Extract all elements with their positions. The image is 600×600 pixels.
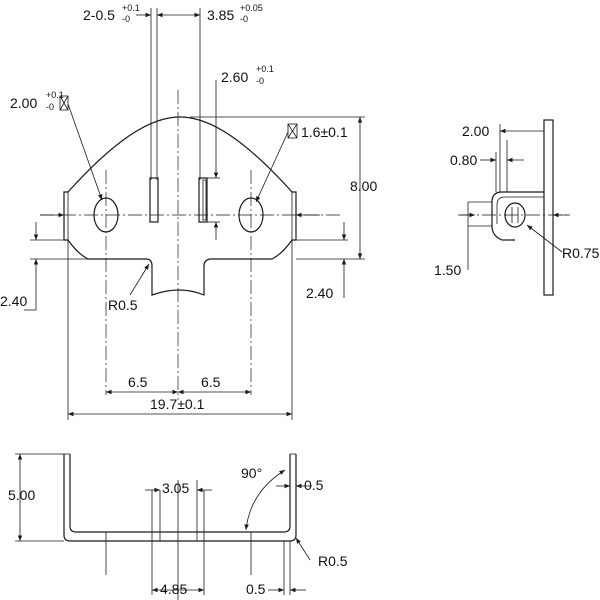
dim-side-inner: 0.80 — [450, 152, 477, 168]
left-slot — [149, 177, 159, 223]
angle-arc — [244, 469, 286, 531]
side-view: 2.00 0.80 R0.75 1.50 — [434, 119, 600, 296]
dim-bottom-pitch: 4.85 — [160, 581, 187, 597]
side-plate — [543, 119, 554, 296]
dim-foot-left: 2.40 — [0, 293, 27, 309]
leader-line — [129, 263, 150, 296]
dim-side-radius: R0.75 — [562, 245, 600, 261]
dim-tol-lower: -0 — [122, 14, 130, 24]
dim-hole-left: 2.00 — [10, 95, 37, 111]
top-view: 2-0.5 +0.1 -0 3.85 +0.05 -0 2.60 +0.1 -0… — [0, 3, 377, 420]
dim-tol-upper: +0.1 — [46, 90, 64, 100]
bottom-profile-inner — [69, 454, 291, 533]
leader-line — [67, 103, 103, 201]
side-bend-outline — [491, 191, 544, 241]
flatness-symbol-mark — [287, 123, 298, 139]
dim-side-top: 2.00 — [462, 123, 489, 139]
dim-hole-right: 1.6±0.1 — [301, 124, 348, 140]
flatness-symbol-mark — [59, 95, 69, 111]
bottom-profile-outer — [63, 454, 297, 542]
dim-tol-upper: +0.05 — [240, 3, 263, 13]
dim-tol-upper: +0.1 — [256, 64, 274, 74]
dim-slot-pitch: 3.85 — [207, 7, 234, 23]
leader-line — [255, 131, 289, 203]
dim-bottom-height: 5.00 — [8, 487, 35, 503]
side-bend-inner — [496, 196, 544, 224]
bottom-view: 5.00 3.05 4.85 90° 0.5 R0.5 0.5 — [8, 453, 348, 600]
dim-overall: 19.7±0.1 — [150, 396, 205, 412]
dim-tol-lower: -0 — [256, 76, 264, 86]
dim-bottom-slot: 3.05 — [162, 480, 189, 496]
dim-side-bottom: 1.50 — [434, 262, 461, 278]
dim-slot-width: 2-0.5 — [83, 7, 115, 23]
dim-bottom-thickness: 0.5 — [304, 477, 324, 493]
dim-half-left: 6.5 — [128, 374, 148, 390]
dim-bottom-gap: 0.5 — [246, 581, 266, 597]
dim-radius: R0.5 — [108, 297, 138, 313]
dim-slot-length: 2.60 — [221, 69, 248, 85]
part-outline — [63, 116, 297, 296]
dim-foot-right: 2.40 — [306, 285, 333, 301]
leader-line — [295, 537, 311, 561]
dim-tol-upper: +0.1 — [122, 3, 140, 13]
leader-line — [526, 224, 563, 253]
flatness-symbol — [59, 95, 69, 111]
right-slot — [198, 177, 208, 223]
dim-tol-lower: -0 — [46, 102, 54, 112]
dim-angle: 90° — [241, 465, 262, 481]
dim-half-right: 6.5 — [201, 374, 221, 390]
right-slot-inner — [202, 179, 207, 221]
dim-tol-lower: -0 — [240, 14, 248, 24]
dim-bottom-radius: R0.5 — [318, 553, 348, 569]
dim-height: 8.00 — [350, 178, 377, 194]
flatness-symbol — [287, 123, 298, 139]
